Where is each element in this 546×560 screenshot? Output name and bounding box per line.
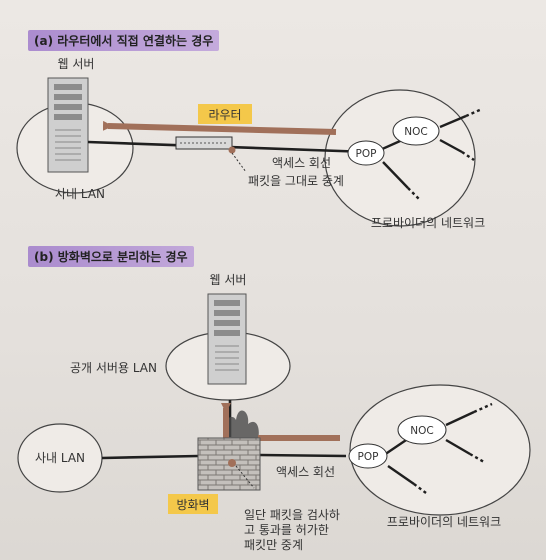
a-pop-node [347,140,385,166]
b-inspect-leader [235,465,255,489]
b-inspect-label-line1: 일단 패킷을 검사하 [244,508,340,522]
b-lan-label: 사내 LAN [35,451,85,465]
a-pop-link-down [382,161,409,189]
a-provider-network-circle [324,89,476,227]
b-noc-link-out [445,410,475,427]
a-router-label: 라우터 [208,108,241,122]
a-noc-link-down [439,138,463,154]
a-pop-label: POP [356,148,377,160]
b-pop-node [348,443,388,469]
b-flame-shape [223,410,259,446]
a-packet-arrow [102,120,337,135]
a-noc-link-out [439,114,467,129]
b-web-server-icon [207,293,247,385]
a-router-tag-bg [198,104,252,124]
a-relay-label: 패킷을 그대로 중계 [248,174,344,188]
b-noc-link-down [445,438,471,456]
a-access-line-label: 액세스 회선 [272,156,331,170]
b-access-line [259,453,347,458]
b-public-lan-label: 공개 서버용 LAN [70,361,157,375]
b-access-line-label: 액세스 회선 [276,465,335,479]
b-noc-node [397,415,447,445]
b-firewall-label: 방화벽 [176,498,209,512]
a-noc-node [392,116,440,146]
b-pop-link-down [387,465,415,485]
a-relay-leader [231,152,247,173]
b-noc-label: NOC [410,425,433,437]
a-lan-label: 사내 LAN [55,187,105,201]
b-pop-label: POP [358,451,379,463]
b-provider-network-circle [349,384,531,516]
a-web-server-icon [47,77,89,173]
b-inspect-label-line3: 패킷만 중계 [244,538,303,552]
b-web-server-label: 웹 서버 [210,273,247,287]
b-lan-link [101,454,199,460]
a-router-icon [175,136,233,150]
b-provider-label: 프로바이더의 네트워크 [387,515,501,529]
a-provider-label: 프로바이더의 네트워크 [371,216,485,230]
a-noc-label: NOC [404,126,427,138]
section-a-title: (a) 라우터에서 직접 연결하는 경우 [28,30,220,51]
section-b-title: (b) 방화벽으로 분리하는 경우 [28,246,194,267]
b-firewall-tag-bg [168,494,218,514]
b-inspect-label-line2: 고 통과를 허가한 [244,523,329,537]
a-relay-point [228,146,236,154]
a-web-server-label: 웹 서버 [58,57,95,71]
b-inspect-point [228,459,236,467]
